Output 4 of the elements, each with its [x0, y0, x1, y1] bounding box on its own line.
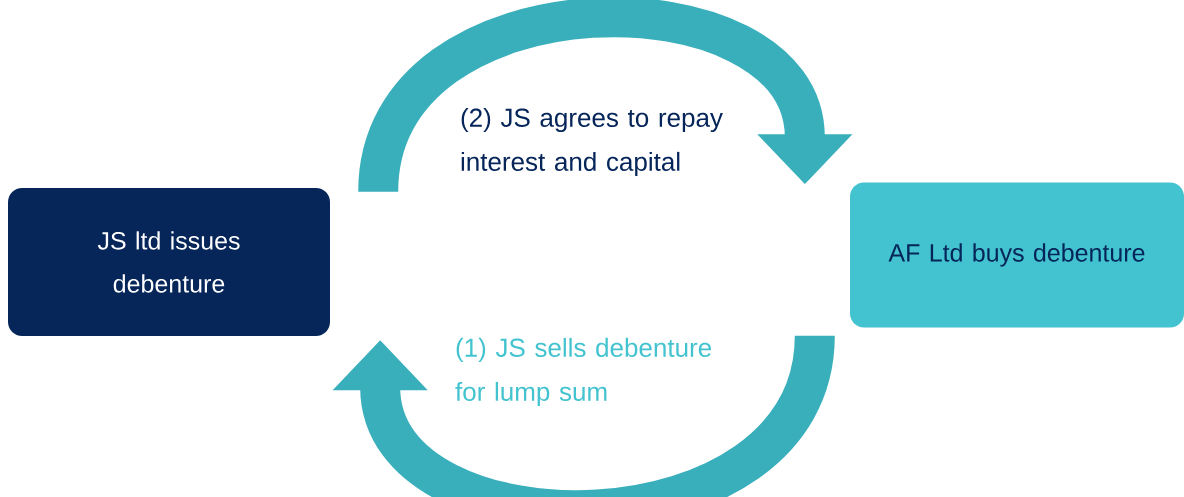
edge-label: (2) JS agrees to repay interest and capital [461, 107, 723, 177]
process-box: AF Ltd buys debenture [850, 182, 1184, 328]
process-box: JS ltd issues debenture [8, 188, 330, 336]
edge-label: (1) JS sells debenture for lump sum [455, 337, 711, 407]
